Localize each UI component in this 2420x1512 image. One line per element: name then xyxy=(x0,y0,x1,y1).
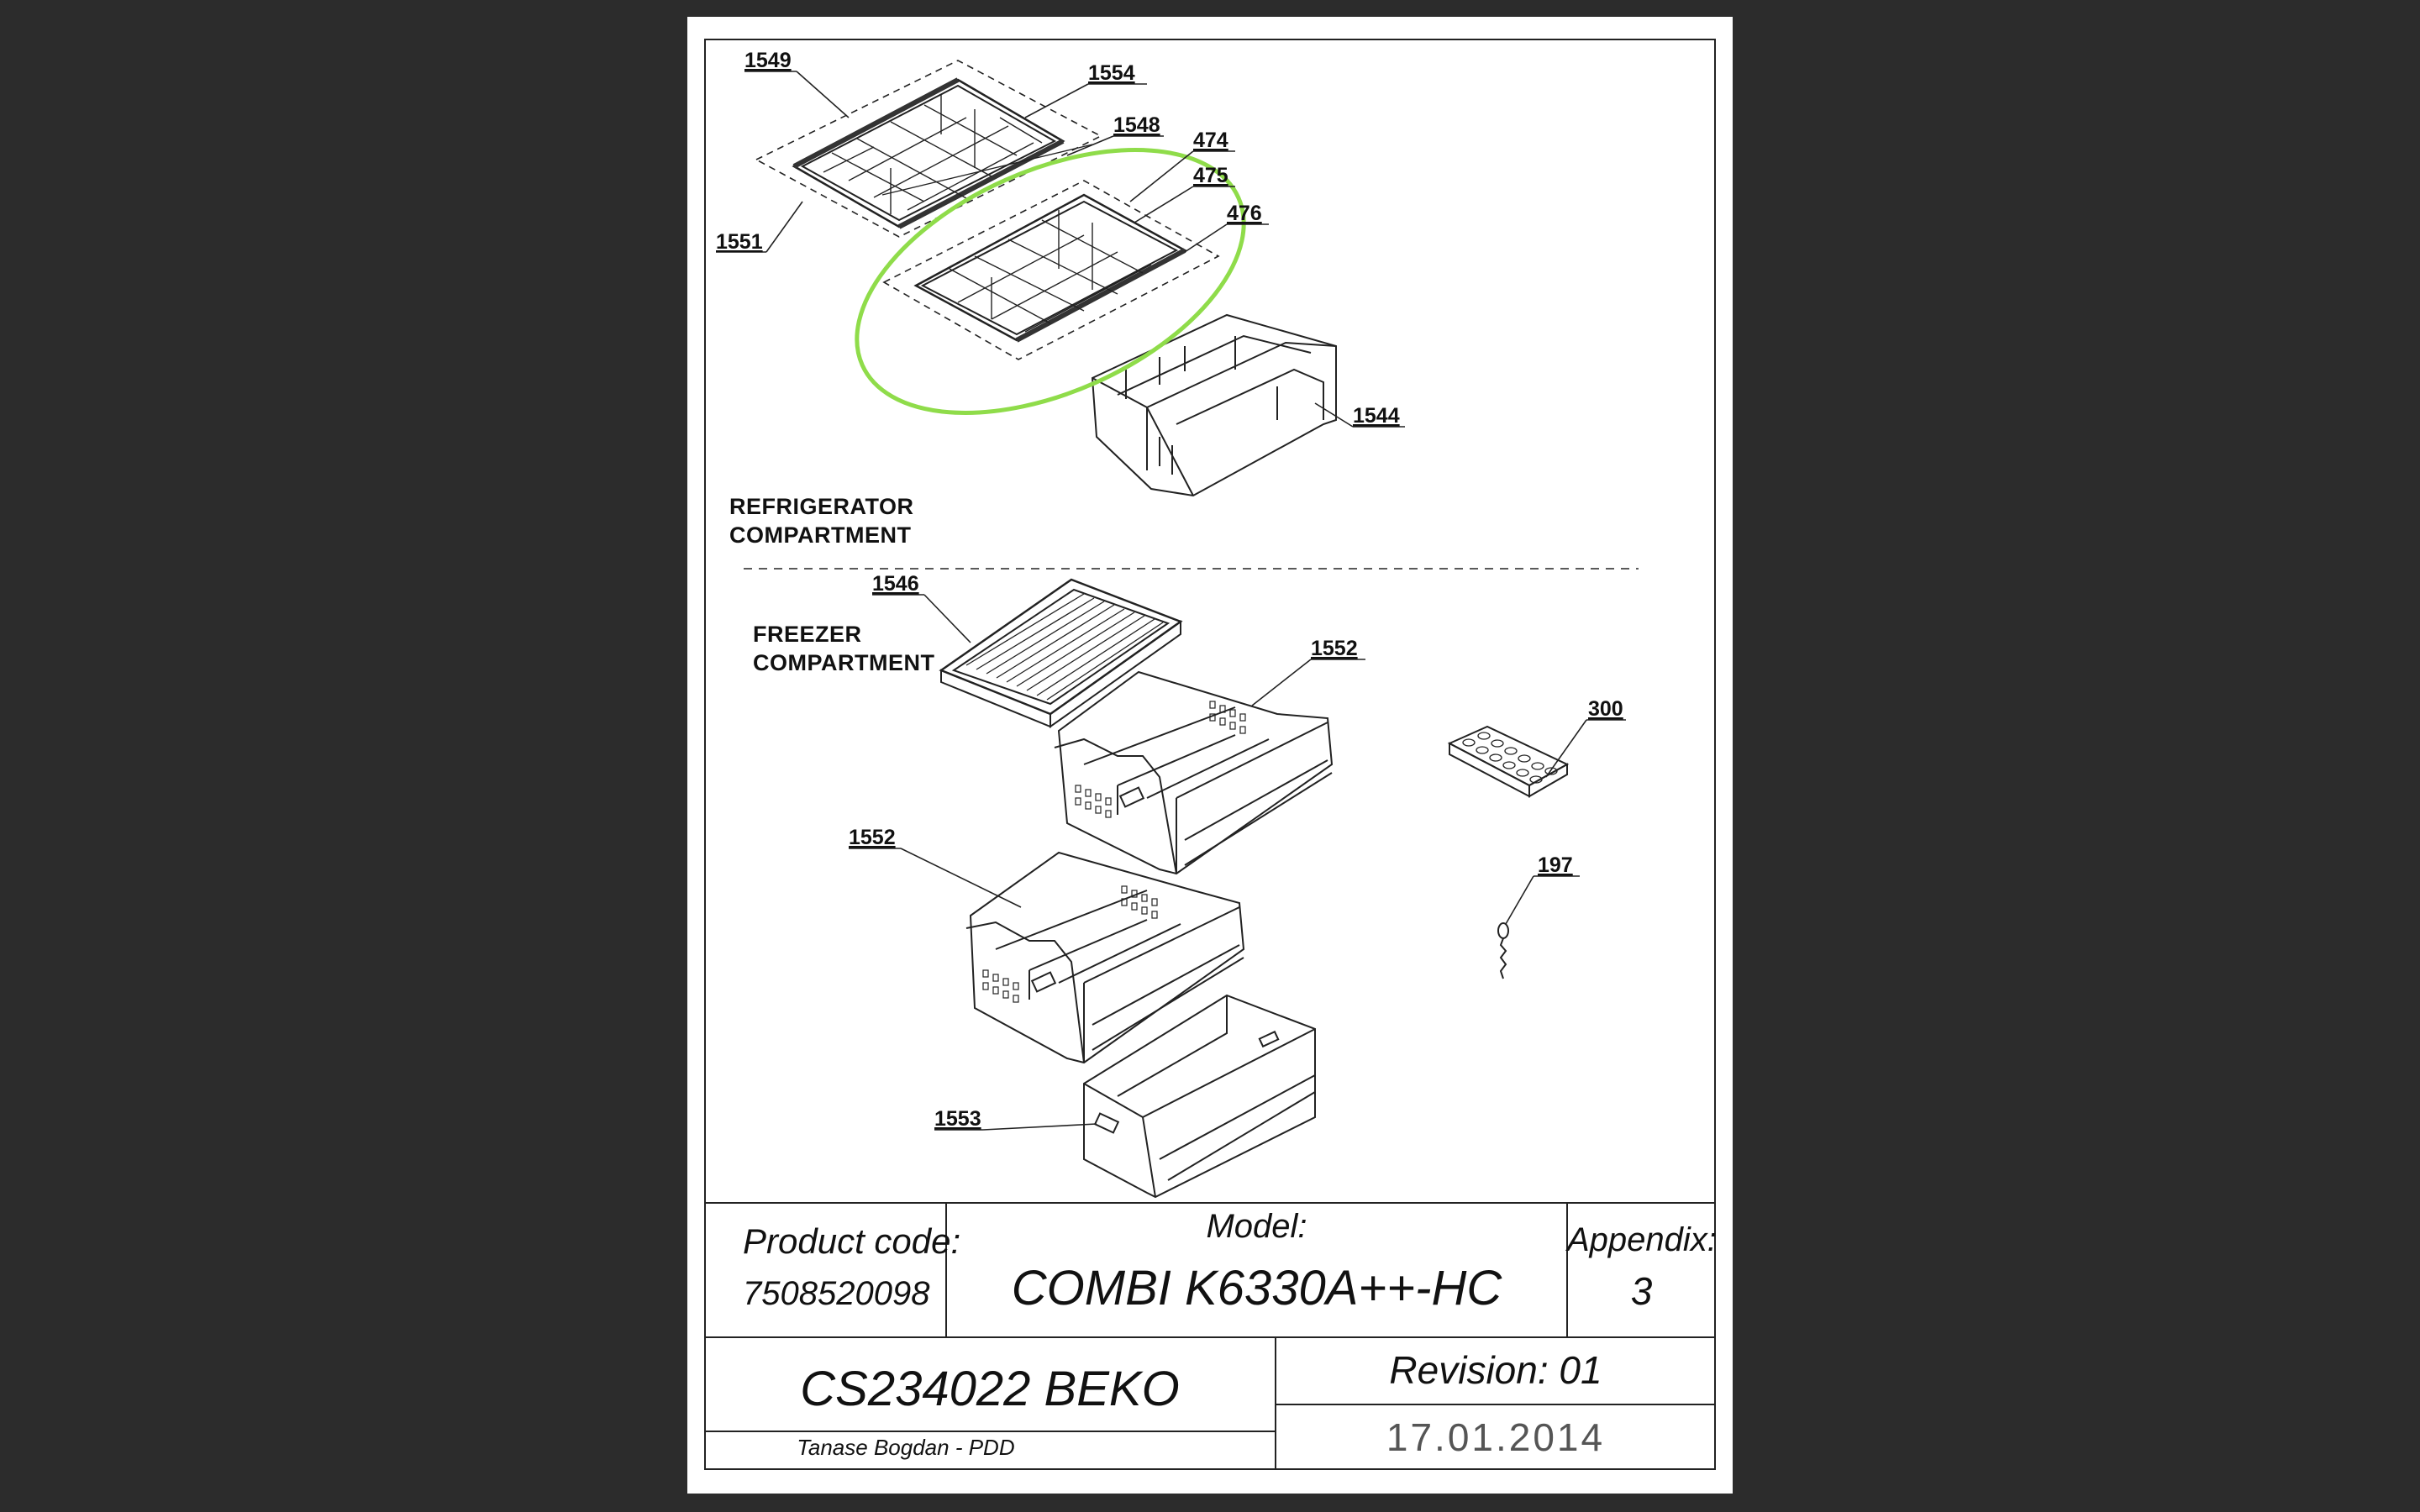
part-label-300: 300 xyxy=(1588,697,1623,721)
revision: Revision: 01 xyxy=(1389,1348,1602,1392)
part-label-474: 474 xyxy=(1193,129,1228,152)
drawing-frame xyxy=(704,39,1716,1470)
part-label-1549: 1549 xyxy=(744,49,792,72)
refrigerator-title-line1: REFRIGERATOR xyxy=(729,494,914,519)
freezer-drawer-upper xyxy=(1054,670,1334,875)
author: Tanase Bogdan - PDD xyxy=(797,1435,1015,1460)
model-label: Model: xyxy=(1206,1208,1307,1245)
ice-tray xyxy=(1447,725,1570,798)
refrigerator-compartment-title: REFRIGERATOR COMPARTMENT xyxy=(729,492,914,549)
highlight-ellipse xyxy=(855,148,1246,415)
model-value: COMBI K6330A++-HC xyxy=(1011,1261,1502,1315)
crisper-drawer xyxy=(1091,313,1337,497)
drawing-sheet xyxy=(687,17,1733,1494)
freezer-title-line1: FREEZER xyxy=(753,622,862,647)
lower-glass-shelf xyxy=(881,144,1220,360)
appendix-label: Appendix: xyxy=(1567,1221,1717,1258)
title-block-grid xyxy=(704,1202,1716,1470)
part-label-1551: 1551 xyxy=(716,230,763,254)
part-label-1553: 1553 xyxy=(934,1107,981,1131)
part-label-1548: 1548 xyxy=(1113,113,1160,137)
product-code-label: Product code: xyxy=(743,1221,961,1261)
part-label-1544: 1544 xyxy=(1353,404,1400,428)
freezer-grid-shelf xyxy=(939,578,1183,728)
leader-lines xyxy=(716,71,1626,1131)
freezer-drawer-bottom xyxy=(1083,994,1316,1199)
key-part xyxy=(1497,922,1509,979)
part-label-1554: 1554 xyxy=(1088,61,1135,85)
product-code-value: 7508520098 xyxy=(743,1275,930,1312)
revision-date: 17.01.2014 xyxy=(1386,1415,1606,1459)
refrigerator-title-line2: COMPARTMENT xyxy=(729,522,912,548)
part-label-1552-lower: 1552 xyxy=(849,826,896,849)
freezer-compartment-title: FREEZER COMPARTMENT xyxy=(753,620,934,677)
upper-glass-shelf xyxy=(755,60,1102,238)
part-label-476: 476 xyxy=(1227,202,1262,225)
document-code: CS234022 BEKO xyxy=(800,1362,1180,1416)
freezer-title-line2: COMPARTMENT xyxy=(753,650,935,675)
part-label-197: 197 xyxy=(1538,853,1573,877)
part-label-475: 475 xyxy=(1193,164,1228,187)
part-label-1552-upper: 1552 xyxy=(1311,637,1358,660)
appendix-value: 3 xyxy=(1630,1269,1653,1313)
freezer-drawer-lower xyxy=(965,851,1245,1064)
part-label-1546: 1546 xyxy=(872,572,919,596)
